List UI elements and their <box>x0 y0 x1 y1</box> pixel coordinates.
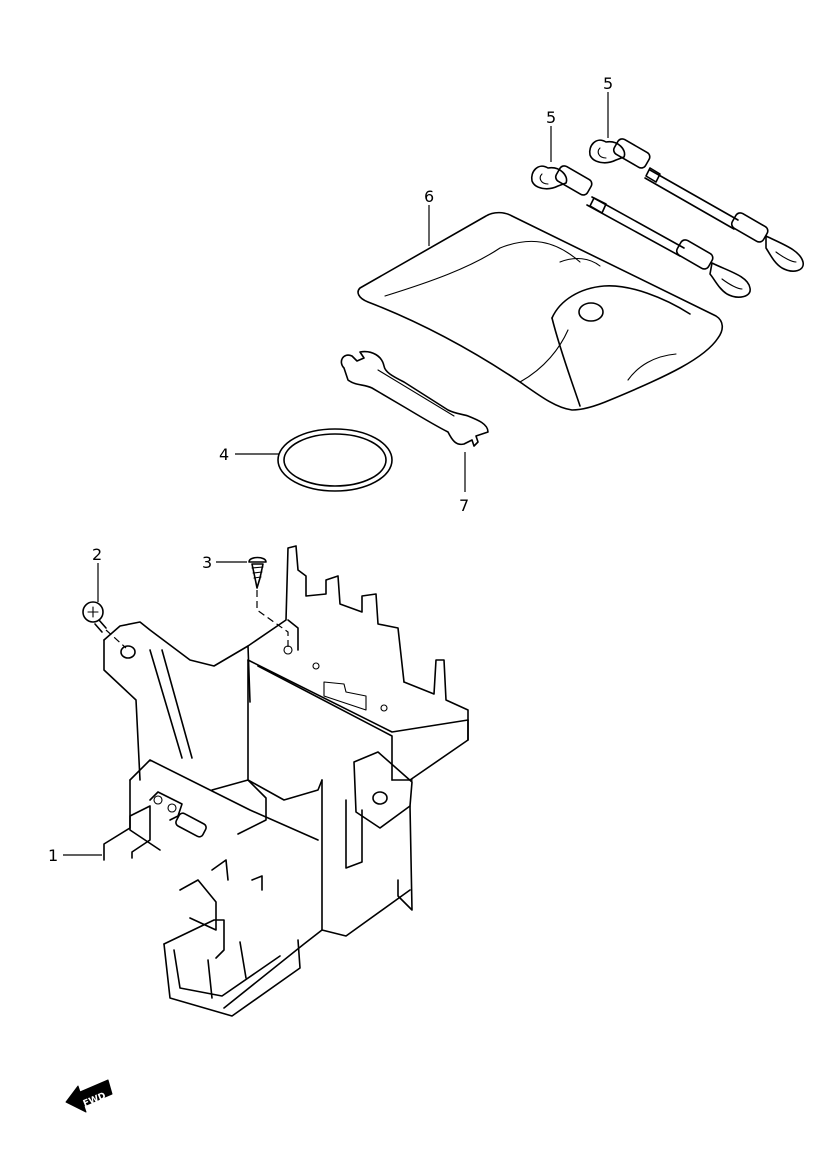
tray-bracket <box>103 545 469 1017</box>
callout-2: 2 <box>92 545 102 564</box>
screw-3 <box>248 556 289 648</box>
tool-strap-upper <box>588 138 804 272</box>
callout-3: 3 <box>202 553 212 572</box>
callout-1: 1 <box>48 846 58 865</box>
callout-7: 7 <box>459 496 469 515</box>
leader-lines <box>63 92 609 856</box>
spanner <box>340 350 489 447</box>
callout-6: 6 <box>424 187 434 206</box>
fwd-arrow-icon: FWD <box>65 1079 113 1113</box>
tool-strap-lower <box>530 165 751 298</box>
callout-5a: 5 <box>546 108 556 127</box>
callout-5b: 5 <box>603 74 613 93</box>
tool-bag <box>357 211 724 411</box>
screw-2 <box>82 601 127 649</box>
o-ring <box>277 428 393 492</box>
callout-4: 4 <box>219 445 229 464</box>
